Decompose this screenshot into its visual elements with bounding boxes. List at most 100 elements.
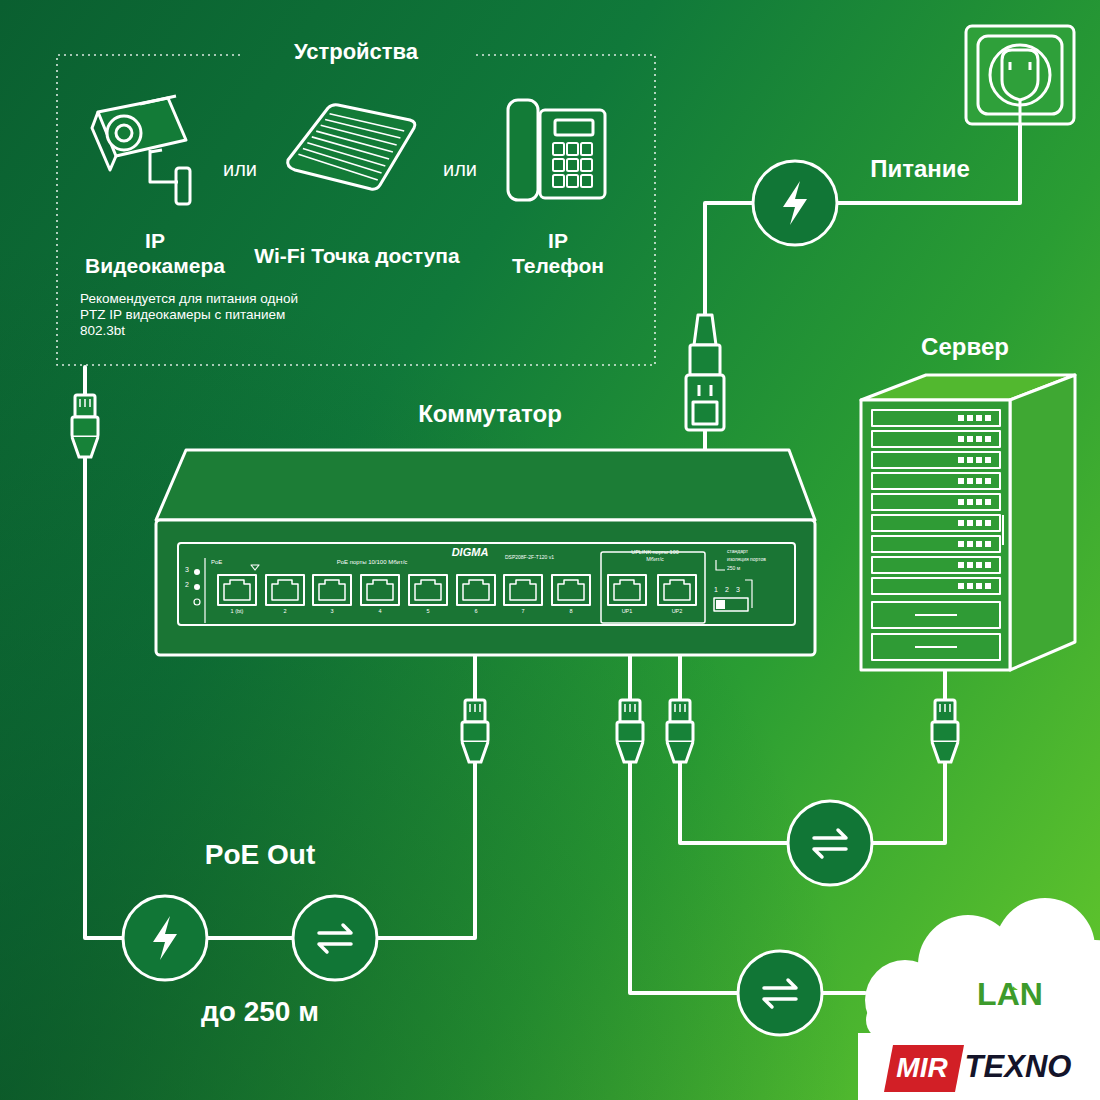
drive-led [976,541,982,547]
key [581,143,592,155]
port-socket [558,580,584,600]
rj45-plugs [72,395,958,762]
key [581,159,592,171]
port [218,575,256,605]
rack-unit [872,431,1000,447]
drive-led [967,436,973,442]
device-access-point: Wi-Fi Точка доступа [270,80,445,280]
power-socket [966,26,1074,125]
server: Сервер [860,375,1075,670]
rack-unit [872,536,1000,552]
port-number: 7 [521,608,524,615]
drive-led [985,457,991,463]
led-label: 2 [185,581,189,589]
port [504,575,542,605]
circle [738,951,822,1035]
drive-led [985,520,991,526]
port-socket [367,580,393,600]
port [608,575,646,605]
edge-label: PoE Out [205,838,315,872]
device-group: УстройстваIP ВидеокамераРекомендуется дл… [55,55,657,367]
rack-unit [872,473,1000,489]
rack-unit [872,494,1000,510]
symbol-circle [738,951,822,1035]
port-number: 2 [283,608,286,615]
key [581,175,592,187]
port [457,575,495,605]
port-socket [510,580,536,600]
access-point-icon [288,105,415,189]
drive-led [976,457,982,463]
drive-led [985,478,991,484]
port-socket [614,580,640,600]
port-number: 5 [426,608,429,615]
drive-led [985,562,991,568]
drive-led [958,562,964,568]
port-socket [664,580,690,600]
port [361,575,399,605]
port-number: 1 (bt) [231,608,244,615]
circle [788,801,872,885]
drive-led [976,478,982,484]
drive-led [985,499,991,505]
node-title: LAN [977,975,1043,1013]
port [313,575,351,605]
data-symbol [764,980,796,1007]
drive-led [976,415,982,421]
drive-led [958,499,964,505]
symbol-circle [753,161,837,245]
key [553,143,564,155]
panel-label: изоляция портов [727,556,766,562]
drive-led [967,415,973,421]
drive-led [985,436,991,442]
key [553,159,564,171]
fin-line [298,154,377,180]
drawer-handle [915,615,957,647]
rack-unit [872,578,1000,594]
drive-led [985,583,991,589]
port-number: UP1 [622,608,633,615]
port [552,575,590,605]
switch-position: 1 [714,586,718,594]
key [567,159,578,171]
panel-label: стандарт [727,548,748,554]
led-label: 3 [185,566,189,574]
node-title: Устройства [55,39,657,65]
drive-led [976,520,982,526]
port-socket [272,580,298,600]
lan-cloud-node: LAN [865,925,1100,1033]
key [553,175,564,187]
drive-led [958,520,964,526]
watermark [858,1033,1100,1100]
rack-unit [872,557,1000,573]
port-socket [224,580,250,600]
port [409,575,447,605]
drive-led [976,583,982,589]
device-phone: IP Телефон [500,80,615,282]
connector-word: или [223,157,257,181]
power-source: Питание [965,25,1075,125]
drive-led [967,562,973,568]
key [567,175,578,187]
drive-led [985,415,991,421]
power-symbol [783,181,807,225]
drive-led [958,436,964,442]
phone-icon [508,100,605,200]
model-number: DSP208F-2F-T120 v1 [505,554,554,560]
drive-led [958,583,964,589]
lan-cloud [865,898,1100,1040]
symbol-circle [788,801,872,885]
panel-label: PoE порты 10/100 Мбит/с [337,559,408,566]
rack-unit [872,410,1000,426]
drive-led [958,541,964,547]
port-number: 6 [474,608,477,615]
port-number: 3 [330,608,333,615]
server-rack [861,375,1075,670]
circle [753,161,837,245]
switch-position: 2 [725,586,729,594]
drive-led [967,583,973,589]
key [567,143,578,155]
node-title: IP Телефон [512,228,604,278]
connector-word: или [443,157,477,181]
power-plug [686,315,724,430]
